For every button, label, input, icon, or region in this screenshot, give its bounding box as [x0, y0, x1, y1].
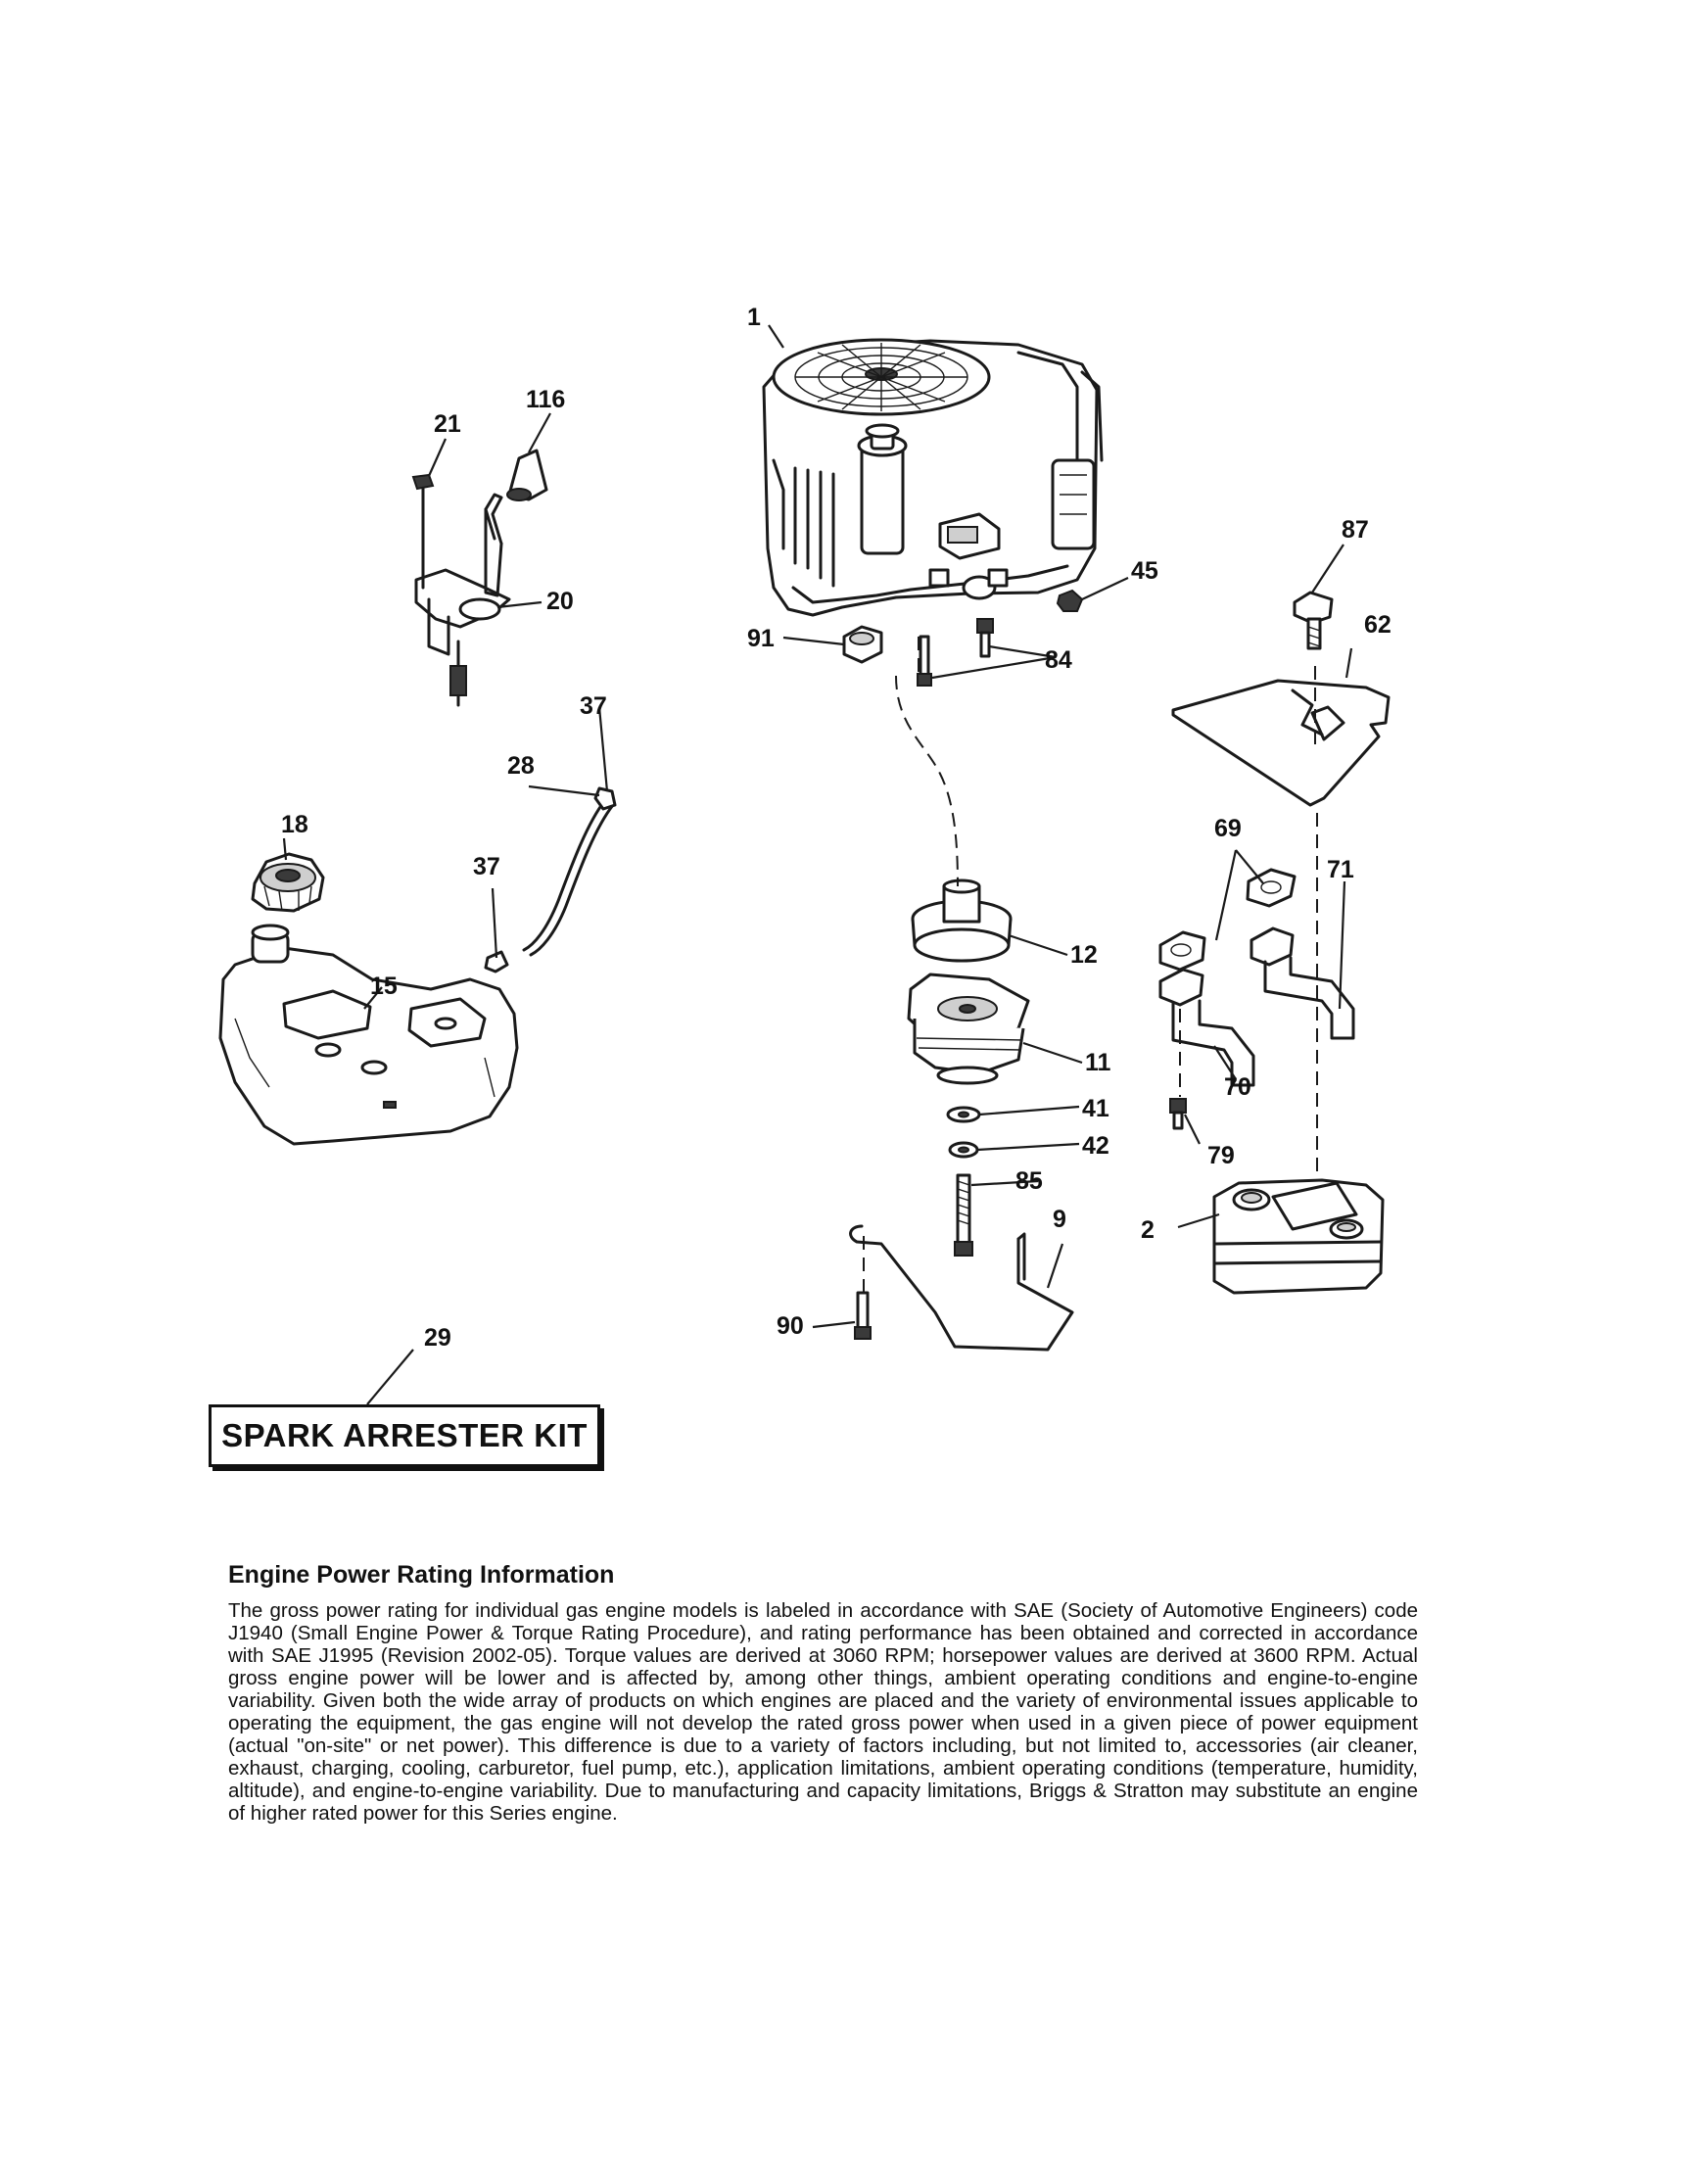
- callout-15: 15: [370, 973, 398, 1000]
- pto-clutch-part: [907, 973, 1030, 1085]
- callout-18: 18: [281, 811, 308, 838]
- spark-arrester-kit-label: SPARK ARRESTER KIT: [221, 1417, 588, 1453]
- muffler-part: [1212, 1178, 1385, 1295]
- callout-11: 11: [1085, 1049, 1111, 1076]
- callout-20: 20: [546, 588, 574, 615]
- callout-116: 116: [526, 386, 565, 413]
- engine-hardware-part: [842, 589, 1084, 687]
- callout-84: 84: [1045, 646, 1072, 674]
- callout-79: 79: [1207, 1142, 1235, 1169]
- exhaust-pipes-part: [1158, 926, 1355, 1087]
- callout-numbers: 1 2 9 11 12 15 18 20 21 28 29 37 37 41 4…: [281, 304, 1391, 1352]
- fuel-line-part: [484, 786, 617, 973]
- assembly-lines: [863, 637, 1318, 1293]
- callout-21: 21: [434, 410, 461, 438]
- callout-70: 70: [1224, 1073, 1251, 1101]
- callout-87: 87: [1342, 516, 1369, 544]
- pulley-part: [911, 878, 1013, 963]
- callout-37-lower: 37: [473, 853, 500, 880]
- throttle-control-part: [411, 449, 548, 707]
- callout-42: 42: [1082, 1132, 1109, 1160]
- callout-45: 45: [1131, 557, 1158, 585]
- mounting-plate-part: [1171, 591, 1391, 807]
- callout-91: 91: [747, 625, 775, 652]
- callout-1: 1: [747, 304, 761, 331]
- leader-lines: [282, 324, 1353, 1405]
- callout-9: 9: [1053, 1206, 1066, 1233]
- callout-37-upper: 37: [580, 692, 607, 720]
- callout-90: 90: [777, 1312, 804, 1340]
- fuel-tank-part: [218, 924, 519, 1146]
- info-body: The gross power rating for individual ga…: [228, 1599, 1418, 1825]
- callout-29: 29: [424, 1324, 451, 1352]
- callout-41: 41: [1082, 1095, 1109, 1122]
- callout-85: 85: [1015, 1167, 1043, 1195]
- callout-69: 69: [1214, 815, 1242, 842]
- clutch-hardware-part: [946, 1106, 981, 1257]
- engine-power-info: Engine Power Rating Information The gros…: [228, 1561, 1418, 1825]
- callout-71: 71: [1327, 856, 1354, 883]
- callout-62: 62: [1364, 611, 1391, 639]
- callout-12: 12: [1070, 941, 1098, 969]
- bolt-79-part: [1169, 1098, 1187, 1130]
- callout-28: 28: [507, 752, 535, 780]
- info-heading: Engine Power Rating Information: [228, 1561, 615, 1589]
- engine-part: [762, 338, 1104, 617]
- callout-2: 2: [1141, 1216, 1155, 1244]
- spark-arrester-kit-box: SPARK ARRESTER KIT: [209, 1404, 600, 1467]
- fuel-cap-part: [251, 852, 325, 913]
